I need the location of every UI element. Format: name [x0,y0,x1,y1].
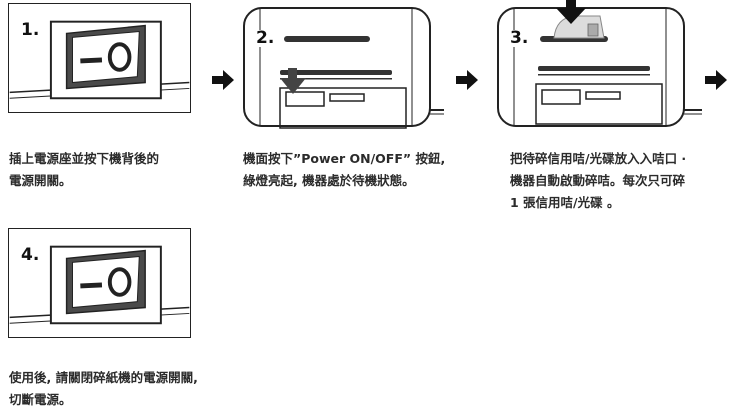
step-1-caption: 插上電源座並按下機背後的 電源開關。 [9,151,160,188]
step-2-illustration: 2. [242,6,444,131]
step-1-illustration: 1. [8,3,191,113]
step-4-caption: 使用後, 請關閉碎紙機的電源開關, 切斷電源。 [9,370,198,407]
press-down-arrow-icon [556,0,586,24]
power-switch-icon [9,20,190,100]
step-2-caption: 機面按下”Power ON/OFF” 按鈕, 綠燈亮起, 機器處於待機狀態。 [243,151,446,188]
arrow-right-icon [456,70,478,90]
step-1-number: 1. [21,20,40,40]
arrow-right-icon [212,70,234,90]
step-3-illustration: 3. [496,0,702,130]
power-switch-icon [9,245,190,325]
press-down-arrow-icon [280,68,306,94]
step-4-illustration: 4. [8,228,191,338]
step-4-number: 4. [21,245,40,265]
arrow-right-icon [705,70,727,90]
step-3-number: 3. [510,28,529,48]
step-3-caption: 把待碎信用咭/光碟放入入咭口 · 機器自動啟動碎咭。每次只可碎 1 張信用咭/光… [510,151,687,210]
step-2-number: 2. [256,28,275,48]
